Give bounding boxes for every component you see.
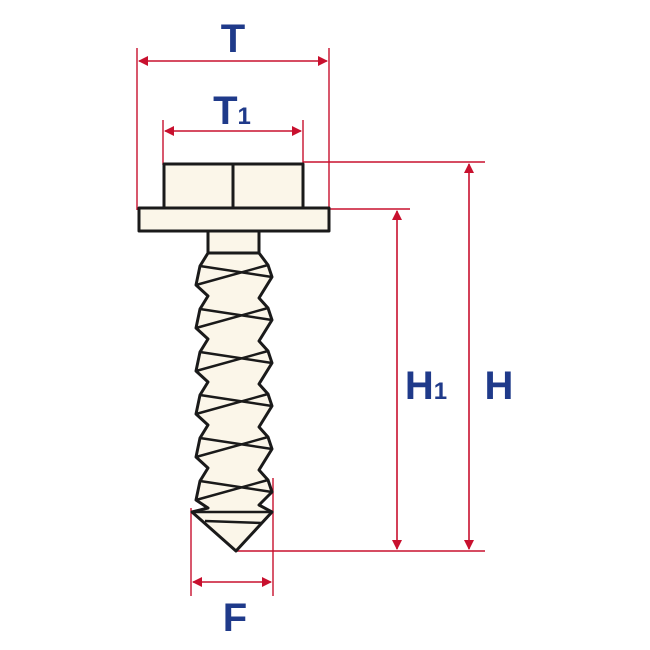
thread-crest [199, 264, 273, 279]
thread-crests [192, 263, 273, 525]
thread-crest [195, 435, 269, 459]
label-t1-main: T [213, 89, 237, 133]
dimension-lines [138, 56, 474, 587]
label-t: T [221, 17, 245, 61]
thread-crest [195, 392, 269, 416]
label-h1-main: H [405, 364, 434, 408]
label-f: F [223, 596, 247, 640]
thread-crest [199, 307, 273, 322]
thread-crest [195, 263, 269, 287]
label-h1-subscript: 1 [434, 378, 447, 405]
thread-crest [195, 478, 269, 502]
threaded-shaft [190, 251, 274, 553]
thread-crest [204, 519, 263, 525]
label-h1: H1 [405, 364, 447, 408]
thread-crest [199, 479, 273, 494]
thread-crest [199, 436, 273, 451]
label-t1-subscript: 1 [238, 103, 251, 130]
label-h: H [485, 364, 514, 408]
thread-crest [199, 350, 273, 365]
thread-crest [199, 393, 273, 408]
shank [206, 229, 261, 255]
washer-flange [137, 206, 331, 233]
thread-crest [195, 349, 269, 373]
thread-crest [195, 306, 269, 330]
label-t1: T1 [213, 89, 251, 133]
screw [137, 162, 331, 553]
extension-lines [136, 48, 485, 596]
